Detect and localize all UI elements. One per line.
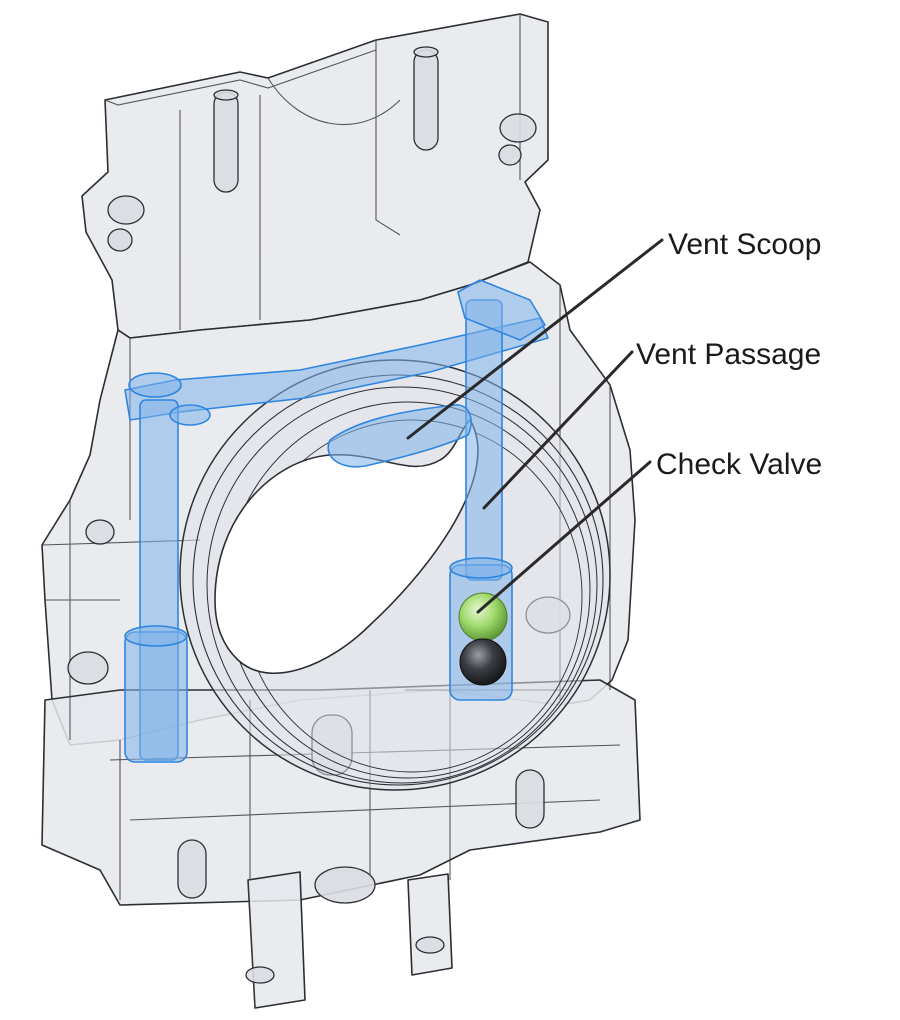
base-pin-right <box>515 769 545 829</box>
housing-left-prong <box>247 871 306 1009</box>
housing-right-prong <box>407 873 453 976</box>
top-right-pin <box>413 49 439 151</box>
base-center-hole <box>314 866 376 904</box>
vent-scoop-shape <box>327 404 472 468</box>
callout-check-valve: Check Valve <box>656 448 822 481</box>
callout-vent-passage: Vent Passage <box>636 338 821 371</box>
leader-check-valve <box>476 460 652 614</box>
base-pin-left <box>177 839 207 899</box>
check-valve-ball-dark <box>459 638 507 686</box>
vent-channel-right <box>465 299 503 581</box>
top-left-pin <box>213 91 239 193</box>
check-valve-ball-green <box>458 592 508 642</box>
leader-vent-passage <box>482 350 634 510</box>
vent-stub-top-right <box>457 279 546 341</box>
leader-lines <box>406 238 664 614</box>
mid-left-hole <box>85 519 115 545</box>
leader-vent-scoop <box>406 238 664 440</box>
lower-left-hole <box>67 651 109 685</box>
top-left-hole <box>107 195 145 225</box>
vent-lower-left-bore <box>124 631 188 763</box>
callout-vent-scoop: Vent Scoop <box>668 228 821 261</box>
top-right-hole <box>499 113 537 143</box>
